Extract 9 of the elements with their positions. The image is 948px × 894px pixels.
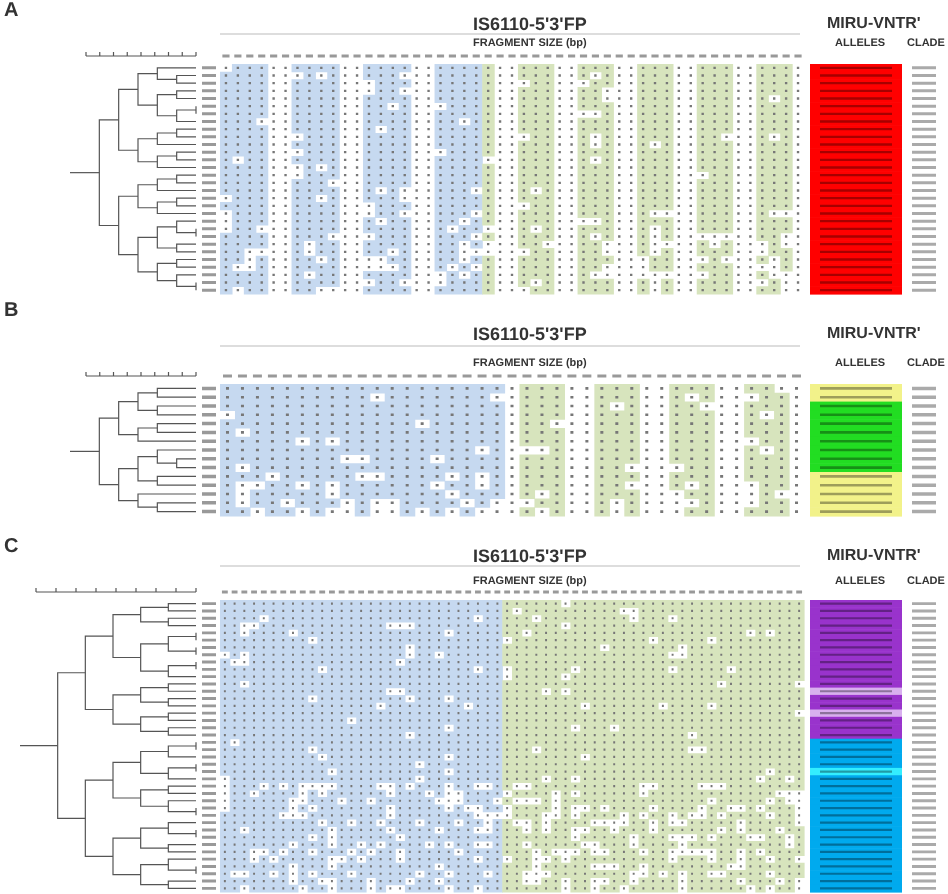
column-heading: IS6110-5'3'FP bbox=[473, 16, 587, 34]
column-heading: MIRU-VNTR' bbox=[827, 548, 921, 564]
column-heading: IS6110-5'3'FP bbox=[473, 548, 587, 566]
panel-letter: B bbox=[4, 302, 19, 322]
panel-letter: C bbox=[4, 538, 19, 558]
column-heading: MIRU-VNTR' bbox=[827, 16, 921, 32]
column-heading: IS6110-5'3'FP bbox=[473, 326, 587, 344]
panel-letter: A bbox=[4, 2, 19, 22]
column-heading: MIRU-VNTR' bbox=[827, 326, 921, 342]
